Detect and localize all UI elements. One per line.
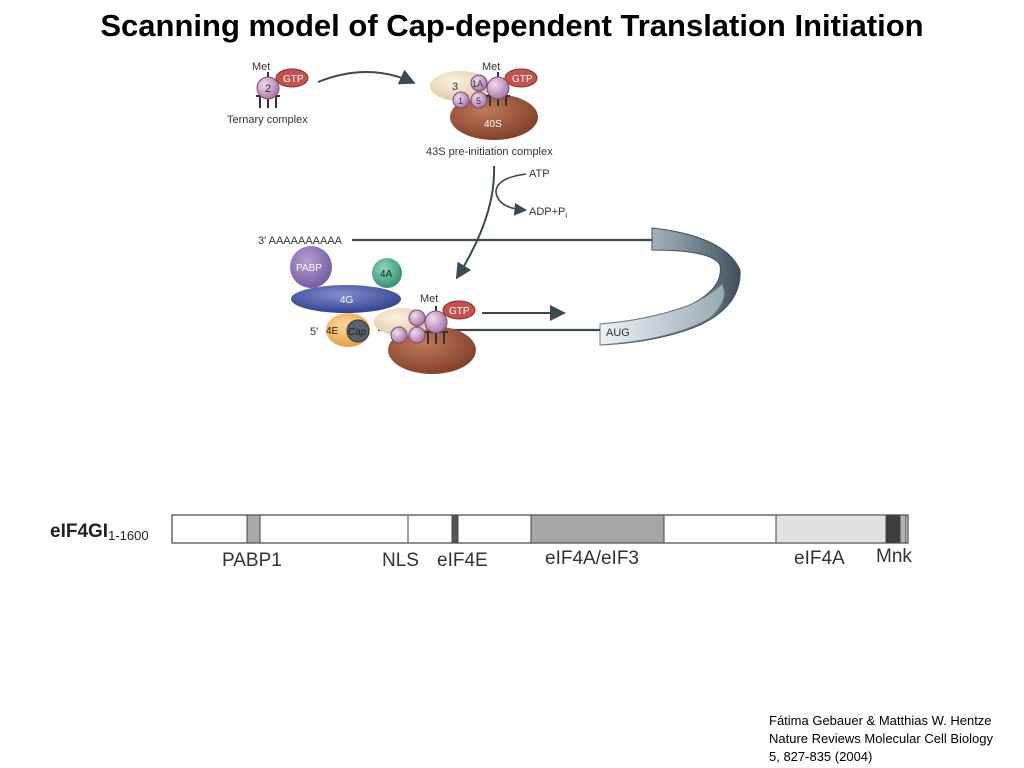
eif1a-ball (408, 309, 426, 327)
eif4e-label: 4E (326, 326, 339, 337)
domain-label-nls: NLS (382, 550, 419, 571)
eif5-ball (408, 326, 426, 344)
cap-label: Cap (348, 327, 367, 338)
eif4g-blob (291, 285, 401, 313)
met-label: Met (482, 61, 500, 73)
eif1-ball (390, 326, 408, 344)
scanning-complex: PABP 4A 4G 4E Cap Met GTP (290, 246, 476, 374)
ternary-caption: Ternary complex (227, 114, 308, 126)
eif4a-domain (775, 514, 887, 544)
citation-authors: Fátima Gebauer & Matthias W. Hentze (769, 713, 992, 728)
mrna-loop: 3′ AAAAAAAAAA 5′ AUG (258, 227, 741, 346)
eif2-ball (424, 310, 448, 334)
pabp-label: PABP (296, 263, 322, 274)
eif4a-eif3-domain (530, 514, 665, 544)
loading-arrow (455, 165, 496, 280)
eif4g-label: 4G (340, 295, 354, 306)
eif4e-domain (451, 514, 459, 544)
domain-label-eif4e: eIF4E (437, 550, 488, 571)
gtp-label: GTP (283, 74, 304, 85)
43s-caption: 43S pre-initiation complex (426, 146, 553, 158)
citation-volume: 5, 827-835 (2004) (769, 749, 873, 764)
mnk-domain-light (899, 514, 907, 544)
pabp-ball (290, 246, 332, 288)
eif2-ball (256, 76, 280, 100)
slide-title: Scanning model of Cap-dependent Translat… (100, 8, 924, 43)
gtp-pill (504, 68, 538, 88)
eif2-ball (486, 76, 510, 100)
gtp-label: GTP (449, 306, 470, 317)
cap-ball (346, 319, 370, 343)
met-label: Met (420, 293, 438, 305)
polya-label: 3′ AAAAAAAAAA (258, 235, 343, 247)
citation-journal: Nature Reviews Molecular Cell Biology (769, 731, 993, 746)
gtp-pill (275, 68, 309, 88)
recruitment-arrow (317, 69, 416, 85)
domain-label-mnk: Mnk (876, 546, 912, 567)
mrna-ribbon-front (599, 283, 725, 346)
eif1a-ball (470, 74, 488, 92)
domain-label-pabp1: PABP1 (222, 550, 282, 571)
eif1-ball (452, 91, 470, 109)
five-prime-label: 5′ (310, 326, 318, 338)
gtp-label: GTP (512, 74, 533, 85)
atp-arrow (495, 173, 528, 216)
domain-label-eif4a: eIF4A (794, 548, 845, 569)
protein-name: eIF4GI1-1600 (50, 521, 149, 543)
eif5-label: 5 (476, 96, 481, 106)
citation: Fátima Gebauer & Matthias W. Hentze Natu… (769, 712, 993, 766)
met-label: Met (252, 61, 270, 73)
eif5-ball (470, 91, 488, 109)
ribosome-40s (450, 94, 538, 140)
adp-label: ADP+Pi (529, 206, 567, 220)
aug-label: AUG (606, 327, 630, 339)
domain-label-eif4a-eif3: eIF4A/eIF3 (545, 548, 639, 569)
eif4a-label: 4A (380, 269, 393, 280)
eif4a-ball (372, 258, 402, 288)
mnk-domain-dark (885, 514, 901, 544)
eif4gi-domain-map: eIF4GI1-1600 PABP1 NLS eIF4E eIF4A/eIF3 … (50, 514, 912, 571)
eif1a-label: 1A (472, 79, 483, 89)
gtp-pill (442, 300, 476, 320)
atp-label: ATP (529, 168, 550, 180)
eif1-label: 1 (458, 96, 463, 106)
eif3-label: 3 (452, 81, 458, 93)
eif2-label: 2 (265, 83, 271, 95)
ribosome-label: 40S (484, 119, 502, 130)
43s-complex: Met GTP 3 1A 1 5 40S 43S pre-initiation … (426, 61, 553, 158)
pabp1-domain (246, 514, 261, 544)
ternary-complex: Met GTP 2 Ternary complex (227, 61, 309, 126)
